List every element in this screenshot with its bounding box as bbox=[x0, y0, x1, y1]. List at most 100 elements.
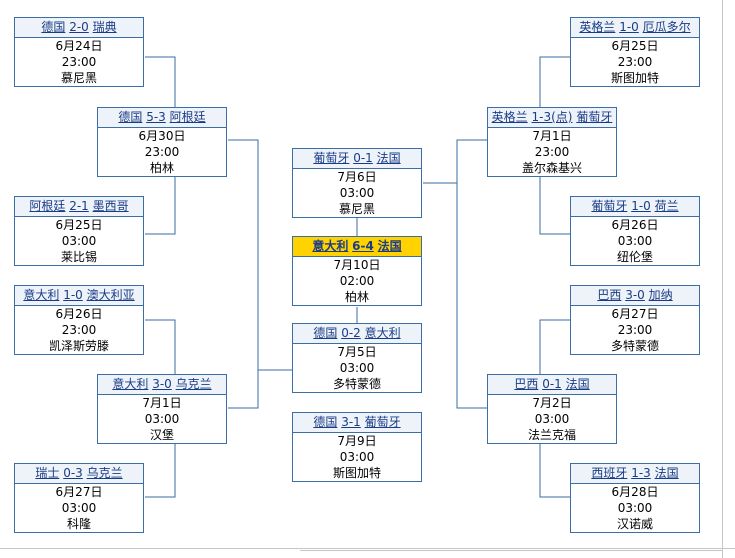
match-header: 德国 0-2 意大利 bbox=[293, 324, 421, 344]
score-link[interactable]: 1-0 bbox=[619, 20, 639, 34]
team-link[interactable]: 澳大利亚 bbox=[86, 288, 135, 302]
match-time: 23:00 bbox=[617, 55, 653, 69]
score-link[interactable]: 1-3(点) bbox=[531, 110, 573, 124]
match-header: 英格兰 1-0 厄瓜多尔 bbox=[571, 18, 699, 38]
team-link[interactable]: 瑞典 bbox=[92, 20, 117, 34]
match-time: 03:00 bbox=[339, 450, 375, 464]
match-card-qf-right-2: 巴西 0-1 法国 7月2日 03:00 法兰克福 bbox=[487, 374, 617, 444]
team-link[interactable]: 德国 bbox=[118, 110, 143, 124]
team-link[interactable]: 葡萄牙 bbox=[576, 110, 613, 124]
team-link[interactable]: 墨西哥 bbox=[92, 199, 129, 213]
score-link[interactable]: 6-4 bbox=[352, 239, 374, 253]
match-venue: 科隆 bbox=[66, 517, 91, 531]
team-link[interactable]: 巴西 bbox=[514, 377, 539, 391]
score-link[interactable]: 3-0 bbox=[152, 377, 172, 391]
team-link[interactable]: 法国 bbox=[654, 466, 679, 480]
match-time: 23:00 bbox=[61, 323, 97, 337]
score-link[interactable]: 1-3 bbox=[631, 466, 651, 480]
match-header: 葡萄牙 0-1 法国 bbox=[293, 149, 421, 169]
score-link[interactable]: 5-3 bbox=[146, 110, 166, 124]
team-link[interactable]: 法国 bbox=[565, 377, 590, 391]
team-link[interactable]: 意大利 bbox=[364, 326, 401, 340]
match-date: 7月1日 bbox=[142, 396, 182, 410]
match-venue: 慕尼黑 bbox=[60, 71, 97, 85]
score-link[interactable]: 1-0 bbox=[631, 199, 651, 213]
team-link[interactable]: 法国 bbox=[376, 151, 401, 165]
match-date: 7月1日 bbox=[532, 129, 572, 143]
team-link[interactable]: 厄瓜多尔 bbox=[642, 20, 691, 34]
team-link[interactable]: 西班牙 bbox=[591, 466, 628, 480]
team-link[interactable]: 法国 bbox=[377, 239, 402, 253]
score-link[interactable]: 3-0 bbox=[625, 288, 645, 302]
match-date: 6月28日 bbox=[611, 485, 659, 499]
score-link[interactable]: 3-1 bbox=[341, 415, 361, 429]
team-link[interactable]: 乌克兰 bbox=[175, 377, 212, 391]
team-link[interactable]: 德国 bbox=[313, 326, 338, 340]
score-link[interactable]: 2-1 bbox=[69, 199, 89, 213]
match-time: 23:00 bbox=[534, 145, 570, 159]
match-time: 03:00 bbox=[339, 186, 375, 200]
match-venue: 盖尔森基兴 bbox=[521, 161, 582, 175]
match-venue: 多特蒙德 bbox=[610, 339, 659, 353]
bottom-divider bbox=[0, 548, 735, 549]
match-header: 瑞士 0-3 乌克兰 bbox=[15, 464, 143, 484]
match-venue: 凯泽斯劳滕 bbox=[48, 339, 109, 353]
team-link[interactable]: 英格兰 bbox=[491, 110, 528, 124]
score-link[interactable]: 0-3 bbox=[63, 466, 83, 480]
team-link[interactable]: 阿根廷 bbox=[29, 199, 66, 213]
team-link[interactable]: 葡萄牙 bbox=[591, 199, 628, 213]
match-venue: 纽伦堡 bbox=[616, 250, 653, 264]
match-header: 巴西 0-1 法国 bbox=[488, 375, 616, 395]
score-link[interactable]: 0-1 bbox=[353, 151, 373, 165]
match-card-qf-left-2: 意大利 3-0 乌克兰 7月1日 03:00 汉堡 bbox=[97, 374, 227, 444]
match-venue: 汉诺威 bbox=[616, 517, 653, 531]
match-date: 7月9日 bbox=[337, 434, 377, 448]
team-link[interactable]: 意大利 bbox=[112, 377, 149, 391]
match-card-r16-left-2: 阿根廷 2-1 墨西哥 6月25日 03:00 莱比锡 bbox=[14, 196, 144, 266]
match-card-r16-right-1: 英格兰 1-0 厄瓜多尔 6月25日 23:00 斯图加特 bbox=[570, 17, 700, 87]
match-date: 6月26日 bbox=[611, 218, 659, 232]
match-card-r16-right-4: 西班牙 1-3 法国 6月28日 03:00 汉诺威 bbox=[570, 463, 700, 533]
match-venue: 斯图加特 bbox=[332, 466, 381, 480]
match-date: 6月25日 bbox=[55, 218, 103, 232]
team-link[interactable]: 巴西 bbox=[597, 288, 622, 302]
match-venue: 斯图加特 bbox=[610, 71, 659, 85]
match-time: 23:00 bbox=[61, 55, 97, 69]
match-header: 英格兰 1-3(点) 葡萄牙 bbox=[488, 108, 616, 128]
match-time: 03:00 bbox=[144, 412, 180, 426]
bottom-scroll-edge bbox=[300, 550, 722, 551]
match-time: 03:00 bbox=[61, 234, 97, 248]
team-link[interactable]: 意大利 bbox=[312, 239, 349, 253]
match-time: 02:00 bbox=[339, 274, 375, 288]
match-time: 23:00 bbox=[144, 145, 180, 159]
score-link[interactable]: 0-1 bbox=[542, 377, 562, 391]
team-link[interactable]: 德国 bbox=[41, 20, 66, 34]
team-link[interactable]: 意大利 bbox=[23, 288, 60, 302]
team-link[interactable]: 荷兰 bbox=[654, 199, 679, 213]
team-link[interactable]: 加纳 bbox=[648, 288, 673, 302]
match-venue: 汉堡 bbox=[149, 428, 174, 442]
team-link[interactable]: 瑞士 bbox=[35, 466, 60, 480]
score-link[interactable]: 1-0 bbox=[63, 288, 83, 302]
team-link[interactable]: 阿根廷 bbox=[169, 110, 206, 124]
team-link[interactable]: 乌克兰 bbox=[86, 466, 123, 480]
team-link[interactable]: 德国 bbox=[313, 415, 338, 429]
match-header: 德国 3-1 葡萄牙 bbox=[293, 413, 421, 433]
match-card-r16-right-2: 葡萄牙 1-0 荷兰 6月26日 03:00 纽伦堡 bbox=[570, 196, 700, 266]
team-link[interactable]: 葡萄牙 bbox=[364, 415, 401, 429]
match-card-qf-right-1: 英格兰 1-3(点) 葡萄牙 7月1日 23:00 盖尔森基兴 bbox=[487, 107, 617, 177]
match-header: 德国 2-0 瑞典 bbox=[15, 18, 143, 38]
match-time: 03:00 bbox=[617, 234, 653, 248]
match-card-r16-left-4: 瑞士 0-3 乌克兰 6月27日 03:00 科隆 bbox=[14, 463, 144, 533]
team-link[interactable]: 英格兰 bbox=[579, 20, 616, 34]
score-link[interactable]: 2-0 bbox=[69, 20, 89, 34]
match-date: 6月26日 bbox=[55, 307, 103, 321]
score-link[interactable]: 0-2 bbox=[341, 326, 361, 340]
match-time: 23:00 bbox=[617, 323, 653, 337]
match-card-final: 意大利 6-4 法国 7月10日 02:00 柏林 bbox=[292, 236, 422, 306]
match-venue: 多特蒙德 bbox=[332, 377, 381, 391]
match-date: 7月5日 bbox=[337, 345, 377, 359]
team-link[interactable]: 葡萄牙 bbox=[313, 151, 350, 165]
match-date: 6月27日 bbox=[611, 307, 659, 321]
